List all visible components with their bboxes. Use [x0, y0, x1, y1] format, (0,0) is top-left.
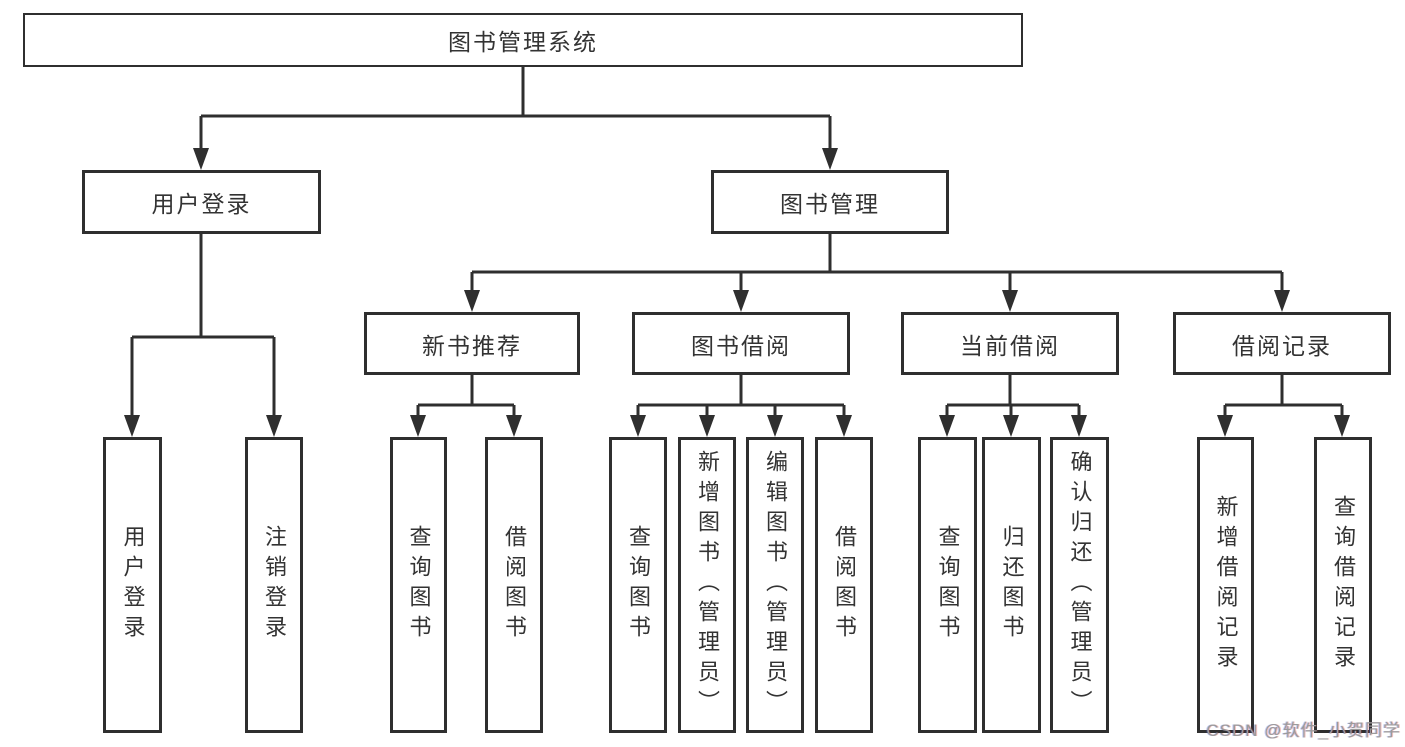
node-label: 图书管理: [780, 191, 880, 217]
node-label: 编辑图书（管理员）: [763, 450, 788, 720]
node-book-management-branch: 图书管理: [711, 170, 949, 234]
node-query-books-recommend: 查询图书: [390, 437, 447, 733]
node-edit-book-admin: 编辑图书（管理员）: [746, 437, 804, 733]
node-add-borrowing-record: 新增借阅记录: [1197, 437, 1254, 733]
node-label: 当前借阅: [960, 332, 1060, 359]
node-label: 查询图书: [626, 525, 651, 645]
node-borrow-books-borrowing: 借阅图书: [815, 437, 873, 733]
node-logout-login: 注销登录: [245, 437, 303, 733]
node-label: 借阅记录: [1232, 332, 1332, 359]
node-label: 用户登录: [151, 191, 252, 217]
node-label: 确认归还（管理员）: [1067, 450, 1093, 720]
node-current-borrowing: 当前借阅: [901, 312, 1119, 375]
node-label: 图书借阅: [691, 332, 791, 359]
node-label: 查询借阅记录: [1331, 495, 1356, 675]
node-label: 新增图书（管理员）: [695, 450, 720, 720]
node-label: 注销登录: [262, 525, 287, 645]
node-return-book: 归还图书: [982, 437, 1041, 733]
node-borrowing-records: 借阅记录: [1173, 312, 1391, 375]
node-label: 归还图书: [999, 525, 1025, 645]
node-user-login: 用户登录: [103, 437, 162, 733]
csdn-watermark: CSDN @软件_小贺同学: [1206, 721, 1401, 740]
node-label: 新增借阅记录: [1213, 495, 1239, 675]
node-query-books-current: 查询图书: [918, 437, 977, 733]
node-confirm-return-admin: 确认归还（管理员）: [1050, 437, 1109, 733]
node-book-borrowing: 图书借阅: [632, 312, 850, 375]
node-query-borrowing-record: 查询借阅记录: [1314, 437, 1372, 733]
node-label: 图书管理系统: [448, 29, 598, 55]
node-new-book-recommendation: 新书推荐: [364, 312, 580, 375]
node-query-books-borrowing: 查询图书: [609, 437, 667, 733]
node-user-login-branch: 用户登录: [82, 170, 321, 234]
node-library-management-system: 图书管理系统: [23, 13, 1023, 67]
node-label: 查询图书: [935, 525, 961, 645]
node-label: 借阅图书: [502, 525, 527, 645]
node-borrow-books-recommend: 借阅图书: [485, 437, 543, 733]
node-label: 用户登录: [120, 525, 146, 645]
node-add-book-admin: 新增图书（管理员）: [678, 437, 736, 733]
node-label: 借阅图书: [832, 525, 857, 645]
node-label: 新书推荐: [422, 332, 522, 359]
node-label: 查询图书: [406, 525, 432, 645]
